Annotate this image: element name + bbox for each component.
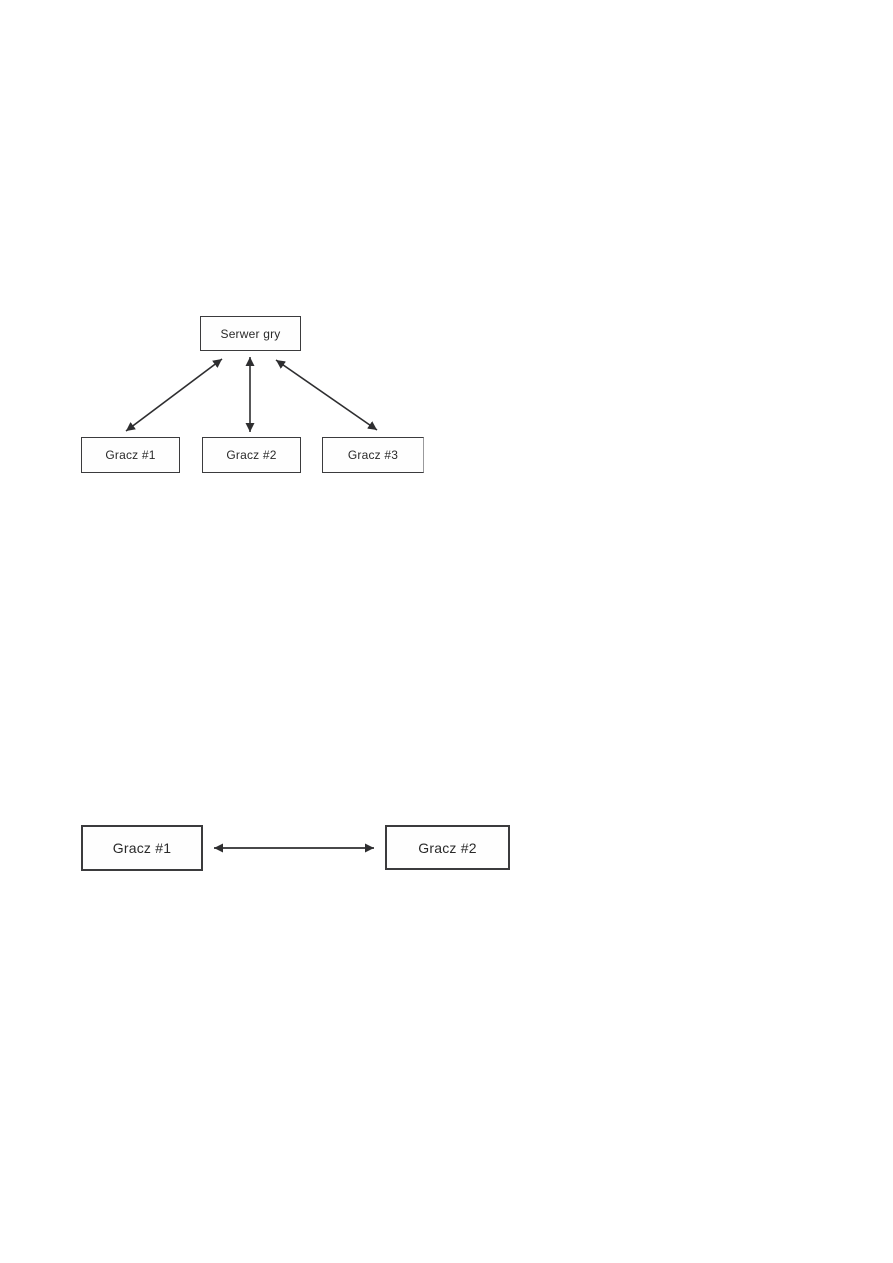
arrow-server-player3 bbox=[275, 359, 378, 431]
player-node-3: Gracz #3 bbox=[322, 437, 424, 473]
player-node-1: Gracz #1 bbox=[81, 437, 180, 473]
p2p-node-1: Gracz #1 bbox=[81, 825, 203, 871]
arrow-server-player1 bbox=[125, 358, 223, 432]
server-node: Serwer gry bbox=[200, 316, 301, 351]
player-node-2: Gracz #2 bbox=[202, 437, 301, 473]
p2p-node-2: Gracz #2 bbox=[385, 825, 510, 870]
